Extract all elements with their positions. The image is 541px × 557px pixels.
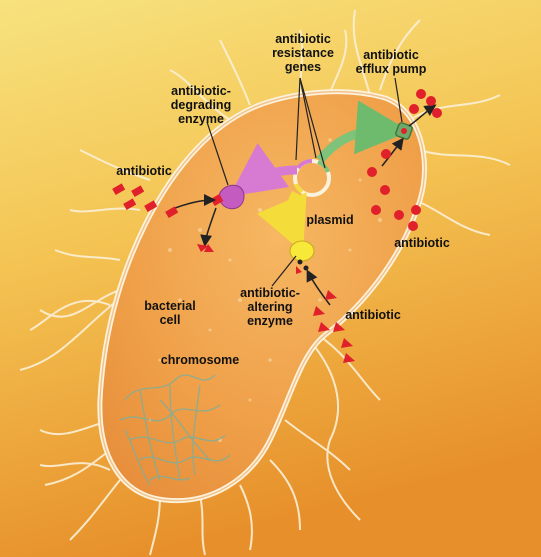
label-plasmid: plasmid [300,213,360,227]
degrading-enzyme [219,185,244,209]
altering-enzyme [290,241,314,261]
label-antibiotic-degrading-enzyme: antibiotic- degrading enzyme [156,84,246,126]
altered-antibiotic-dot-2 [304,266,309,271]
label-antibiotic-efflux-pump: antibiotic efflux pump [346,48,436,76]
label-bacterial-cell: bacterial cell [135,299,205,327]
label-antibiotic-resistance-genes: antibiotic resistance genes [258,32,348,74]
yellow-expression-arrow [291,193,296,236]
label-antibiotic-altering-enzyme: antibiotic- altering enzyme [230,286,310,328]
label-chromosome: chromosome [155,353,245,367]
label-antibiotic-left: antibiotic [104,164,184,178]
label-antibiotic-right: antibiotic [382,236,462,250]
altered-antibiotic-dot-1 [298,260,303,265]
label-antibiotic-bottom: antibiotic [333,308,413,322]
efflux-pump-antibiotic [401,128,407,134]
